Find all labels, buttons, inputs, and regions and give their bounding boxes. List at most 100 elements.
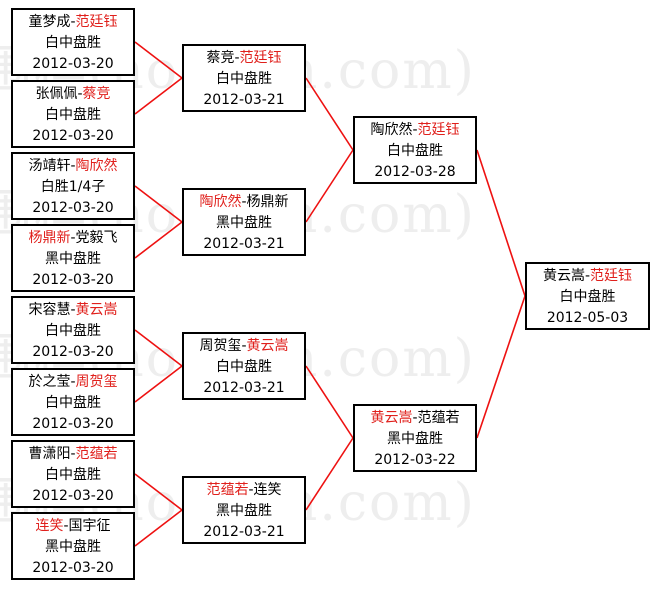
- player-name: 党毅飞: [75, 230, 118, 246]
- player-separator: -: [412, 410, 418, 426]
- match-result: 白中盘胜: [45, 107, 101, 123]
- match-players: 杨鼎新-党毅飞: [13, 228, 133, 249]
- player-name: 黄云嵩: [370, 410, 413, 426]
- player-name: 汤靖轩: [28, 158, 71, 174]
- player-name: 周贺玺: [199, 338, 242, 354]
- player-name: 范廷钰: [75, 14, 118, 30]
- player-name: 范蕴若: [417, 410, 460, 426]
- player-separator: -: [77, 86, 83, 102]
- match-date: 2012-03-22: [374, 452, 456, 468]
- match-result: 白胜1/4子: [40, 179, 106, 195]
- match-result: 白中盘胜: [387, 143, 443, 159]
- match-players: 童梦成-范廷钰: [13, 12, 133, 33]
- match-result: 白中盘胜: [45, 35, 101, 51]
- match-date: 2012-03-20: [32, 488, 114, 504]
- match-result: 白中盘胜: [216, 71, 272, 87]
- match-result: 白中盘胜: [45, 323, 101, 339]
- match-result: 黑中盘胜: [216, 503, 272, 519]
- match-players: 於之莹-周贺玺: [13, 372, 133, 393]
- player-name: 范廷钰: [239, 50, 282, 66]
- match-date: 2012-03-20: [32, 128, 114, 144]
- match-date: 2012-03-20: [32, 56, 114, 72]
- player-name: 连笑: [253, 482, 282, 498]
- connector-line: [134, 329, 183, 367]
- player-name: 陶欣然: [75, 158, 118, 174]
- match-result: 白中盘胜: [216, 359, 272, 375]
- match-date: 2012-03-20: [32, 560, 114, 576]
- connector-line: [134, 365, 183, 403]
- match-players: 周贺玺-黄云嵩: [184, 336, 304, 357]
- match-result: 黑中盘胜: [216, 215, 272, 231]
- player-name: 陶欣然: [370, 122, 413, 138]
- player-name: 黄云嵩: [542, 268, 585, 284]
- connector-line: [476, 149, 526, 297]
- match-players: 黄云嵩-范蕴若: [355, 408, 475, 429]
- player-separator: -: [241, 338, 247, 354]
- player-separator: -: [584, 268, 591, 284]
- player-separator: -: [70, 374, 76, 390]
- match-players: 张佩佩-蔡竞: [13, 84, 133, 105]
- player-name: 杨鼎新: [28, 230, 71, 246]
- connector-line: [134, 185, 183, 223]
- connector-line: [305, 77, 354, 151]
- player-separator: -: [412, 122, 418, 138]
- match-date: 2012-05-03: [546, 310, 629, 326]
- match-result: 黑中盘胜: [387, 431, 443, 447]
- player-separator: -: [70, 14, 76, 30]
- match-players: 汤靖轩-陶欣然: [13, 156, 133, 177]
- match-players: 宋容慧-黄云嵩: [13, 300, 133, 321]
- match-box-r3m2: 黄云嵩-范蕴若黑中盘胜 2012-03-22: [353, 404, 477, 472]
- player-name: 童梦成: [28, 14, 71, 30]
- player-separator: -: [234, 50, 240, 66]
- match-box-r3m1: 陶欣然-范廷钰白中盘胜 2012-03-28: [353, 116, 477, 184]
- match-box-r2m3: 周贺玺-黄云嵩白中盘胜 2012-03-21: [182, 332, 306, 400]
- player-name: 连笑: [35, 518, 64, 534]
- connector-line: [305, 149, 354, 223]
- connector-line: [305, 365, 354, 439]
- connector-line: [476, 295, 526, 439]
- match-box-r1m4: 杨鼎新-党毅飞黑中盘胜 2012-03-20: [11, 224, 135, 292]
- match-date: 2012-03-21: [203, 524, 285, 540]
- player-separator: -: [70, 230, 76, 246]
- match-box-r1m6: 於之莹-周贺玺白中盘胜 2012-03-20: [11, 368, 135, 436]
- match-result: 黑中盘胜: [45, 539, 101, 555]
- connector-line: [134, 41, 183, 79]
- player-name: 周贺玺: [75, 374, 118, 390]
- match-date: 2012-03-21: [203, 380, 285, 396]
- player-name: 蔡竞: [82, 86, 111, 102]
- match-players: 蔡竞-范廷钰: [184, 48, 304, 69]
- player-name: 杨鼎新: [246, 194, 289, 210]
- player-name: 宋容慧: [28, 302, 71, 318]
- player-name: 陶欣然: [199, 194, 242, 210]
- connector-line: [134, 77, 183, 115]
- player-separator: -: [241, 194, 247, 210]
- match-players: 连笑-国宇征: [13, 516, 133, 537]
- match-date: 2012-03-20: [32, 272, 114, 288]
- match-result: 白中盘胜: [45, 395, 101, 411]
- player-separator: -: [70, 158, 76, 174]
- match-result: 白中盘胜: [559, 289, 616, 305]
- match-date: 2012-03-20: [32, 416, 114, 432]
- match-players: 陶欣然-杨鼎新: [184, 192, 304, 213]
- player-name: 范廷钰: [417, 122, 460, 138]
- player-name: 范廷钰: [590, 268, 633, 284]
- match-players: 曹潇阳-范蕴若: [13, 444, 133, 465]
- player-name: 曹潇阳: [28, 446, 71, 462]
- connector-line: [305, 437, 354, 511]
- match-box-r1m1: 童梦成-范廷钰白中盘胜 2012-03-20: [11, 8, 135, 76]
- player-name: 蔡竞: [206, 50, 235, 66]
- match-date: 2012-03-28: [374, 164, 456, 180]
- player-name: 国宇征: [68, 518, 111, 534]
- player-separator: -: [70, 446, 76, 462]
- connector-line: [134, 221, 183, 259]
- player-name: 范蕴若: [75, 446, 118, 462]
- match-result: 黑中盘胜: [45, 251, 101, 267]
- match-players: 陶欣然-范廷钰: [355, 120, 475, 141]
- player-separator: -: [70, 302, 76, 318]
- connector-line: [134, 509, 183, 547]
